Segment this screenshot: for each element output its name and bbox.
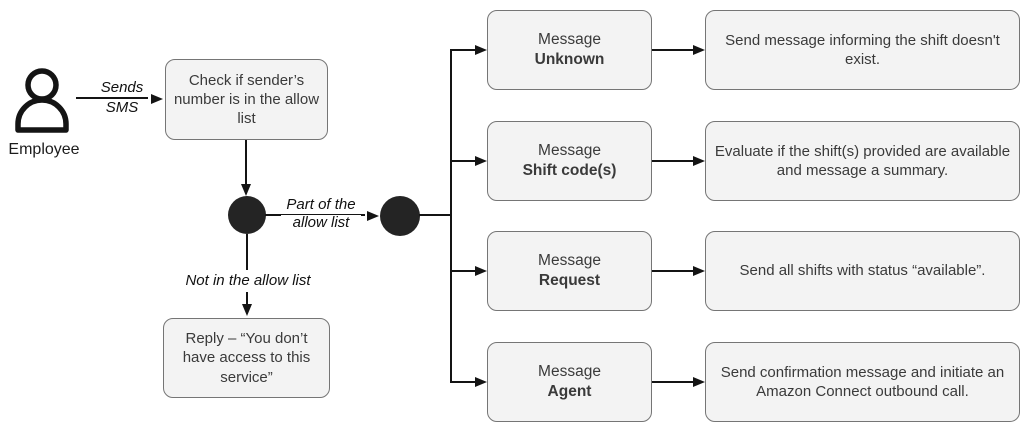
arrow-right-icon [475,376,487,387]
arrow-right-icon [693,376,705,387]
employee-label: Employee [8,141,80,158]
part-of-label-line2: allow list [281,214,361,232]
check-allow-list-node: Check if sender’s number is in the allow… [165,59,328,140]
message-unknown-node: Message Unknown [487,10,652,90]
action-text: Send message informing the shift doesn't… [725,31,1000,68]
action-text: Send all shifts with status “available”. [739,262,986,280]
message-type-label: Message [538,31,601,49]
branch-line-4 [450,381,475,383]
message-type-value: Request [538,272,601,289]
arrow-right-icon [693,265,705,276]
action-text: Send confirmation message and initiate a… [720,363,1005,400]
sends-sms-line [76,97,148,99]
message-type-value: Unknown [534,51,605,68]
not-in-list-line [246,234,248,270]
dot-to-trunk-line [419,214,452,216]
not-in-list-label: Not in the allow list [168,272,328,290]
arrow-right-icon [693,155,705,166]
check-allow-list-text: Check if sender’s number is in the allow… [173,71,320,128]
branch-line-3 [450,270,475,272]
action-shift-codes-node: Evaluate if the shift(s) provided are av… [705,121,1020,201]
action-arrow-line-1 [652,49,693,51]
decision-dot [228,196,266,234]
message-type-value: Agent [547,383,592,400]
branch-line-2 [450,160,475,162]
arrow-right-icon [151,93,163,104]
message-type-label: Message [538,363,601,381]
employee-person-icon [15,68,69,133]
arrow-down-icon [241,304,252,316]
arrow-right-icon [475,155,487,166]
arrow-right-icon [367,210,379,221]
action-request-node: Send all shifts with status “available”. [705,231,1020,311]
message-type-value: Shift code(s) [522,162,617,179]
arrow-down-icon [240,184,251,196]
arrow-right-icon [475,265,487,276]
arrow-right-icon [475,44,487,55]
message-shift-codes-node: Message Shift code(s) [487,121,652,201]
branch-line-1 [450,49,475,51]
sends-sms-label-line2: SMS [96,99,148,117]
action-unknown-node: Send message informing the shift doesn't… [705,10,1020,90]
message-type-label: Message [538,252,601,270]
message-request-node: Message Request [487,231,652,311]
arrow-right-icon [693,44,705,55]
action-arrow-line-2 [652,160,693,162]
part-of-label-line1: Part of the [281,196,361,214]
action-arrow-line-3 [652,270,693,272]
reply-denied-node: Reply – “You don’t have access to this s… [163,318,330,398]
action-text: Evaluate if the shift(s) provided are av… [714,142,1011,179]
message-agent-node: Message Agent [487,342,652,422]
sends-sms-label-line1: Sends [96,79,148,97]
reply-denied-text: Reply – “You don’t have access to this s… [182,330,311,386]
not-in-list-arrow-line [246,292,248,305]
allow-list-dot [380,196,420,236]
branch-trunk-line [450,49,452,383]
check-to-dot-line [245,140,247,185]
action-agent-node: Send confirmation message and initiate a… [705,342,1020,422]
message-type-label: Message [538,142,601,160]
action-arrow-line-4 [652,381,693,383]
